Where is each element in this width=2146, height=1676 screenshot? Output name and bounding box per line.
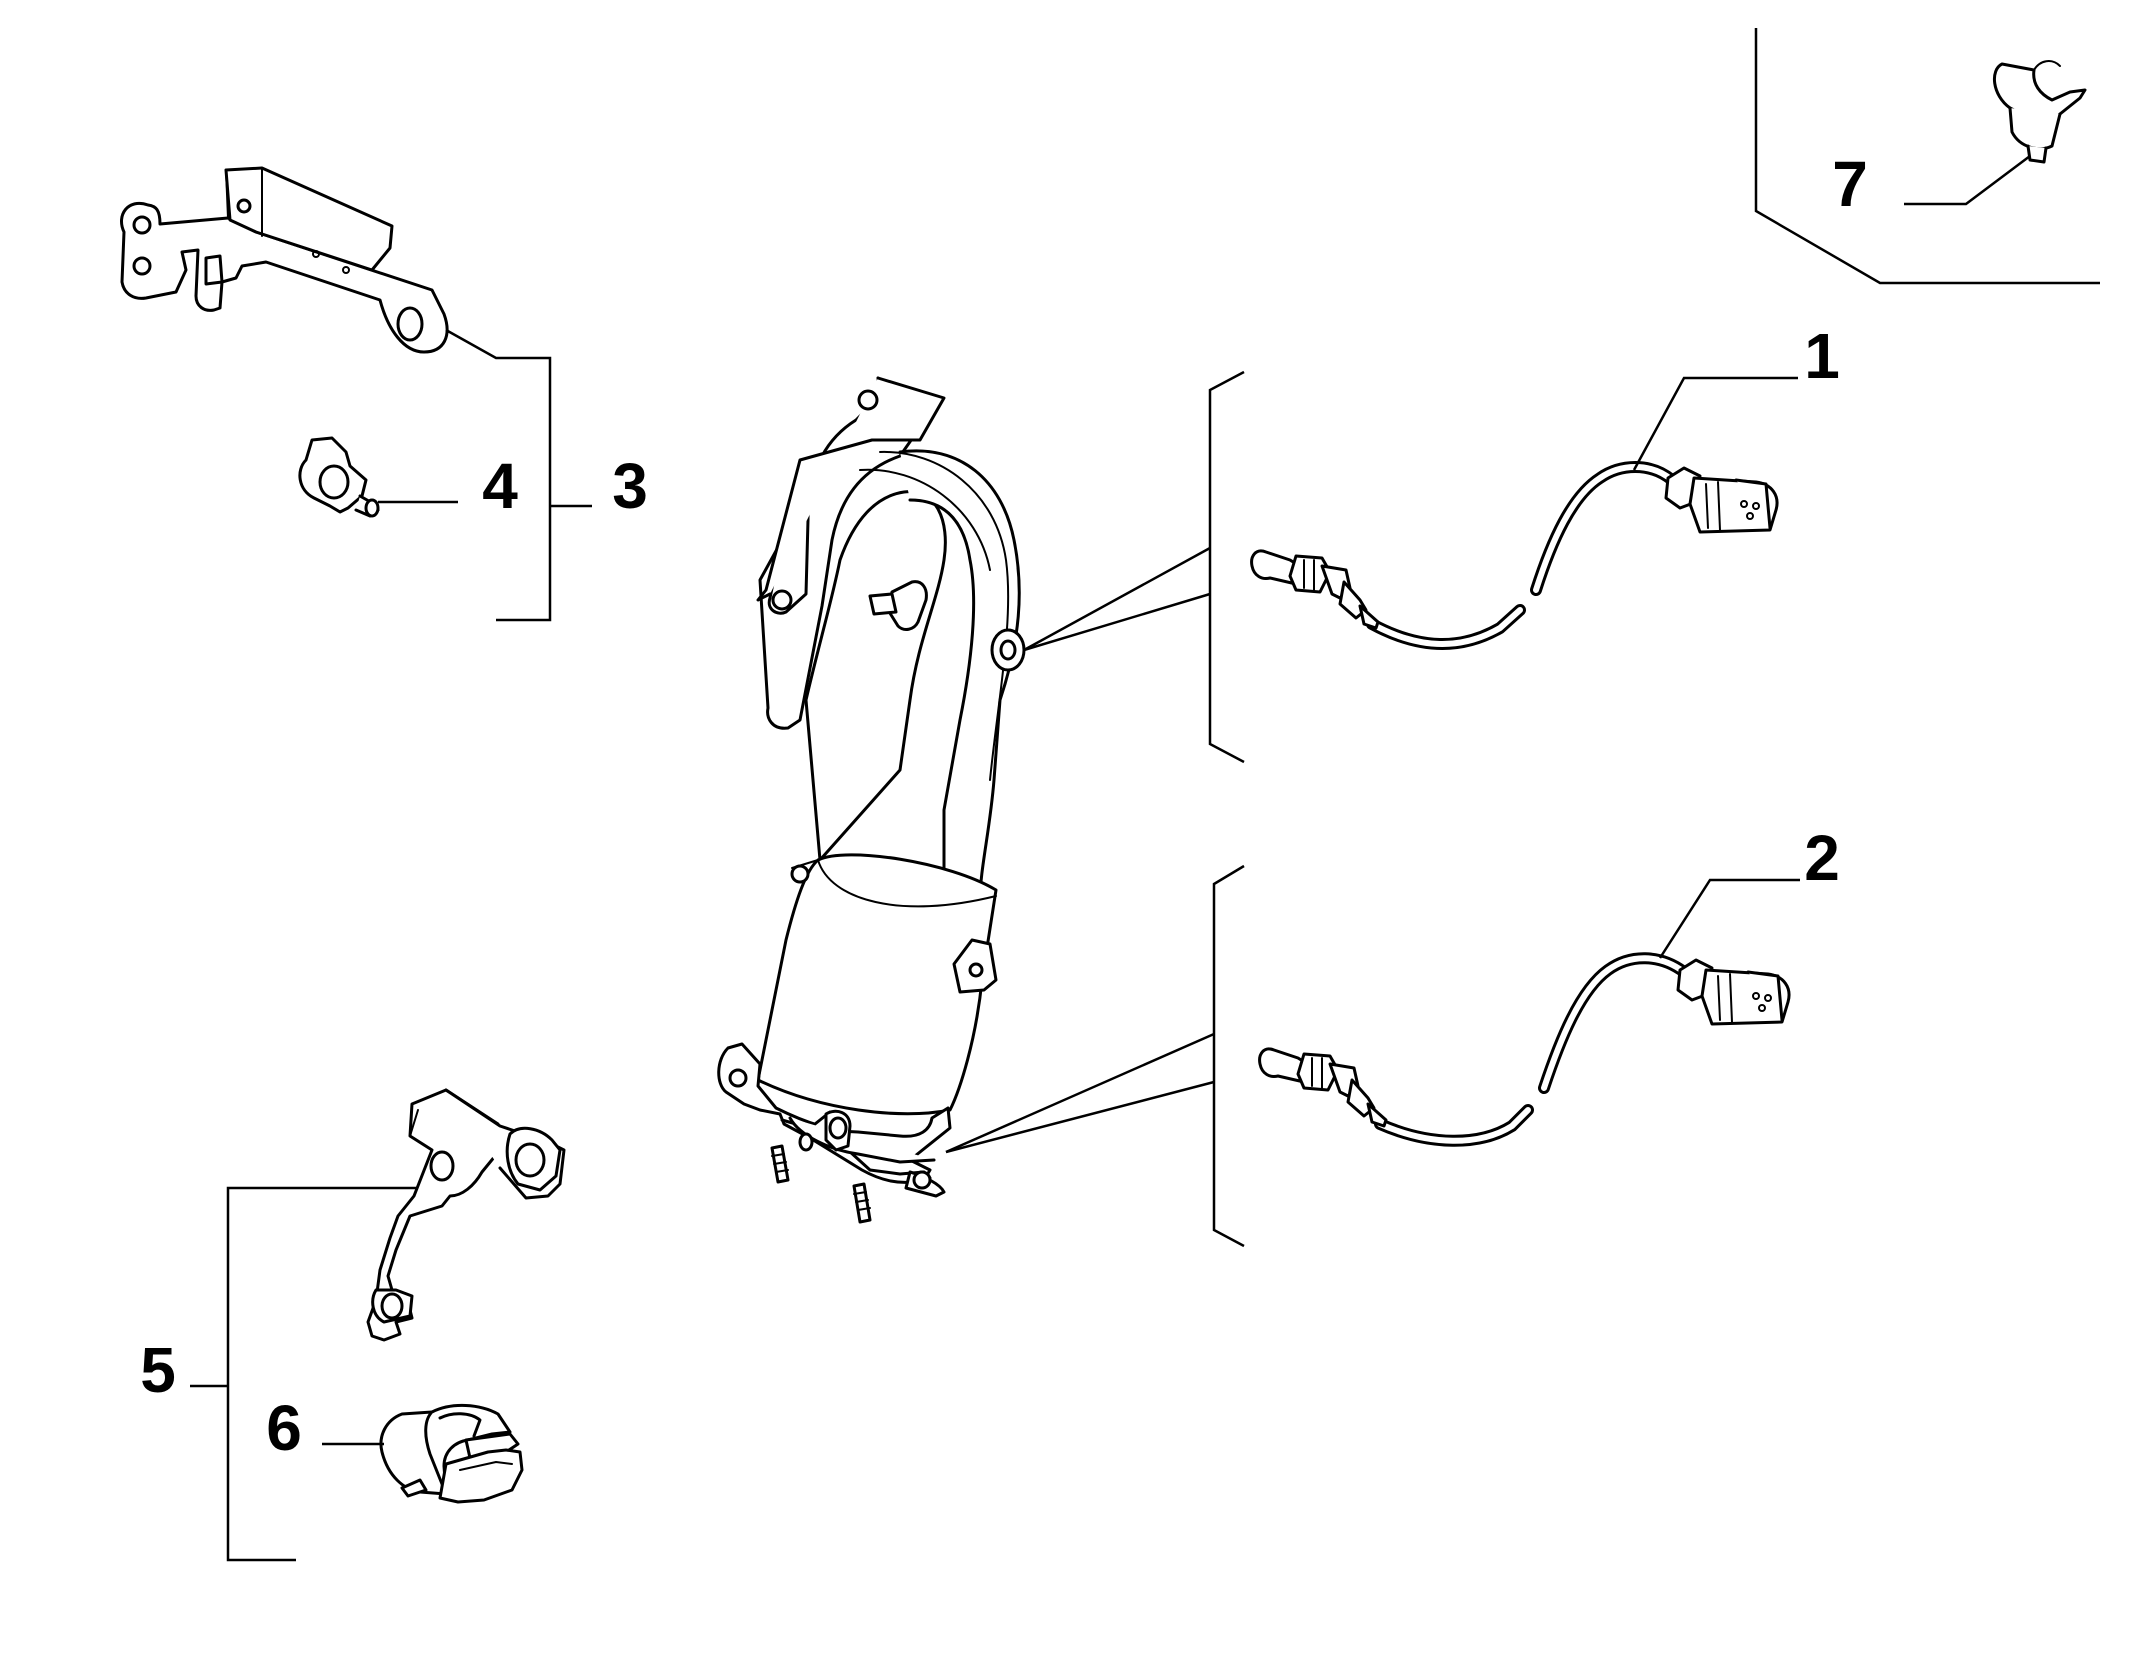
- callout-1: 1: [1804, 320, 1840, 392]
- part-2-oxygen-sensor[interactable]: [1258, 952, 1791, 1147]
- group-7-frame: [1754, 28, 2100, 285]
- bracket-5-frame: [226, 1186, 418, 1562]
- part-1-oxygen-sensor[interactable]: [1250, 461, 1779, 650]
- leader-sensor-2-frame: [945, 864, 1245, 1248]
- callout-5: 5: [140, 1334, 176, 1406]
- leader-2: [1658, 878, 1800, 959]
- leader-7: [1904, 155, 2031, 206]
- callout-6: 6: [266, 1392, 302, 1464]
- part-6-clip[interactable]: [379, 1403, 524, 1504]
- part-4-nut[interactable]: [298, 436, 380, 518]
- callout-2: 2: [1804, 822, 1840, 894]
- part-3-bracket[interactable]: [120, 166, 449, 354]
- catalytic-converter[interactable]: [717, 376, 1026, 1224]
- bracket-3-frame: [445, 328, 552, 622]
- leader-1: [1632, 376, 1798, 471]
- callout-4: 4: [482, 450, 518, 522]
- part-5-bracket[interactable]: [366, 1088, 566, 1342]
- part-7-clip[interactable]: [1993, 60, 2087, 164]
- callout-7: 7: [1832, 148, 1868, 220]
- leader-sensor-1-frame: [1023, 370, 1245, 764]
- callout-3: 3: [612, 450, 648, 522]
